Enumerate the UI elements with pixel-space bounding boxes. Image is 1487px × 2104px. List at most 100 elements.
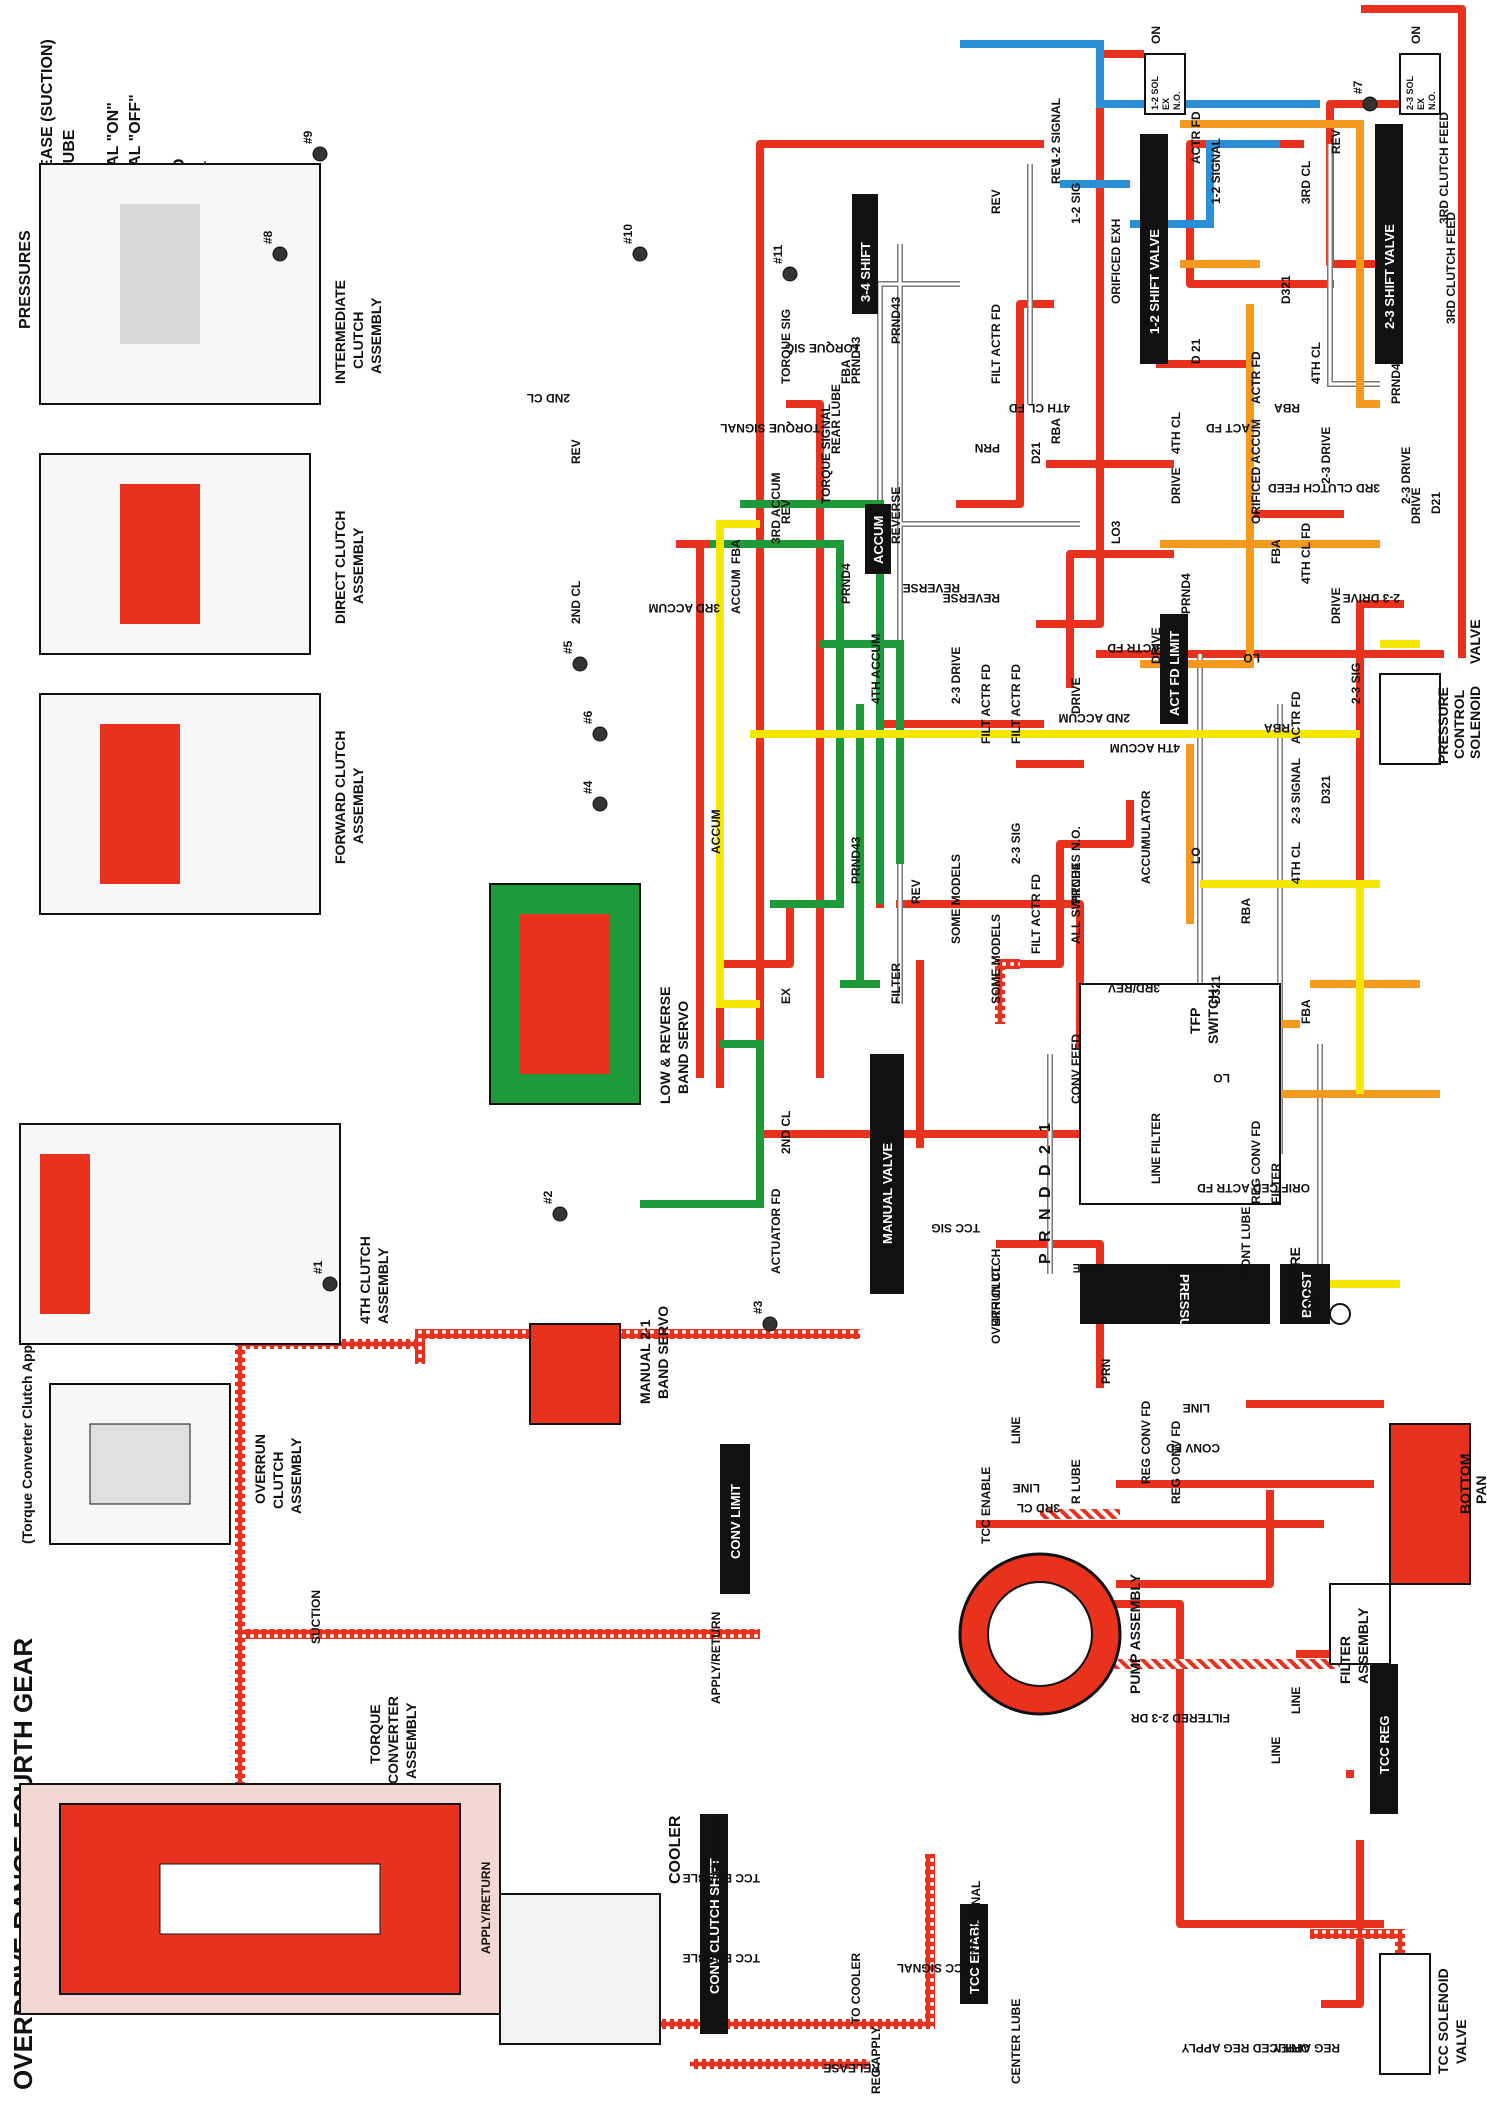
svg-text:SWITCH: SWITCH (1205, 989, 1221, 1044)
circuit-3rd-cl-b (956, 300, 1054, 508)
circuit-label-d21-c: D 21 (1189, 338, 1203, 364)
checkballs: #1#2#3#4#5#6#7#8#9#10#11 (261, 80, 1378, 1332)
solenoid-1-2[interactable]: 1-2 SOL EX N.O. ON (1144, 26, 1186, 115)
solenoid-1-2-state: ON (1149, 26, 1163, 44)
prndl-letter: 2 (1037, 1145, 1054, 1154)
checkball-icon (592, 796, 608, 812)
circuit-label-rev-e: REV (779, 499, 793, 524)
circuit-label-drive-b: DRIVE (1409, 487, 1423, 524)
circuit-label-filt-actr-b: FILT ACTR FD (989, 304, 1003, 384)
circuit-label-drive-e: DRIVE (1169, 467, 1183, 504)
svg-text:CLUTCH: CLUTCH (350, 311, 366, 369)
circuit-label-rev-top: REV (1329, 129, 1343, 154)
svg-text:TCC SOLENOID: TCC SOLENOID (1435, 1968, 1451, 2074)
circuit-label-suction-a: SUCTION (1166, 1261, 1220, 1275)
circuit-label-torque-sig-b: TORQUE SIG (785, 341, 860, 355)
circuit-label-some-models-b: SOME MODELS (949, 854, 963, 944)
valve-1-2-shift[interactable]: 1-2 SHIFT VALVE (1140, 134, 1168, 364)
circuit-label-clutch3-feed-left: 3RD CLUTCH FEED (1268, 481, 1380, 495)
circuit-label-drive23-d: 2-3 DRIVE (1343, 591, 1400, 605)
circuit-label-reverse-c: REVERSE (889, 487, 903, 544)
circuit-prnd43 (716, 900, 794, 1088)
circuit-label-filt-actr-d: FILT ACTR FD (1029, 874, 1043, 954)
circuit-2nd-accum (640, 1040, 764, 1208)
svg-text:1-2 SHIFT VALVE: 1-2 SHIFT VALVE (1147, 229, 1162, 334)
circuit-line-manual (1116, 1490, 1274, 1588)
circuit-label-drive23-b: 2-3 DRIVE (1399, 447, 1413, 504)
solenoid-2-3[interactable]: 2-3 SOL EX N.O. ON (1399, 26, 1441, 115)
circuit-label-some-models-a: SOME MODELS (989, 914, 1003, 1004)
circuit-label-reg-conv-fd-b: REG CONV FD (1169, 1420, 1183, 1504)
circuit-pressure-reg (996, 1240, 1104, 1388)
valve-2-3-shift[interactable]: 2-3 SHIFT VALVE (1375, 124, 1403, 364)
svg-text:MANUAL VALVE: MANUAL VALVE (880, 1143, 895, 1244)
svg-text:2-3 SHIFT VALVE: 2-3 SHIFT VALVE (1382, 224, 1397, 329)
valve-manual[interactable]: MANUAL VALVE (870, 1054, 904, 1294)
circuit-torque-sig-a (716, 520, 760, 1008)
circuit-label-torque-sig-a: TORQUE SIG (779, 309, 793, 384)
svg-text:INTERMEDIATE: INTERMEDIATE (332, 280, 348, 384)
checkball-icon (762, 1316, 778, 1332)
valve-boost[interactable]: BOOST (1280, 1264, 1330, 1324)
circuit-label-cl2-a: 2ND CL (779, 1111, 793, 1154)
circuit-label-actr-fd-d: ACTR FD (1107, 641, 1160, 655)
circuit-label-filter-a: FILTER (889, 963, 903, 1004)
valve-conv-clutch-shift[interactable]: CONV CLUTCH SHIFT (700, 1814, 728, 2034)
valve-pressure-reg[interactable]: PRESSURE REG (1080, 1264, 1270, 1377)
assembly-torque-converter: TORQUE CONVERTER ASSEMBLY (19, 1696, 501, 2015)
circuit-label-d321-b: D321 (1319, 775, 1333, 804)
circuit-drive-right (676, 540, 704, 1078)
circuit-label-drive23-a: 2-3 DRIVE (1319, 427, 1333, 484)
svg-text:N.O.: N.O. (1427, 91, 1437, 110)
checkball-icon (322, 1276, 338, 1292)
checkball-label: #5 (561, 640, 575, 654)
circuit-label-acc2: 2ND ACCUM (1058, 711, 1130, 725)
assembly-low-reverse-servo: LOW & REVERSE BAND SERVO (489, 883, 691, 1105)
circuit-label-prn-b: PRN (1099, 1359, 1113, 1384)
checkball-label: #3 (751, 1300, 765, 1314)
circuit-label-prnd43-a: PRND43 (849, 336, 863, 384)
circuit-tcc-line (1321, 1840, 1364, 2008)
circuit-orificed-accum (820, 640, 904, 864)
valve-accum[interactable]: ACCUM (865, 504, 891, 574)
circuit-label-rba-c: RBA (1264, 721, 1290, 735)
valve-3-4-shift[interactable]: 3-4 SHIFT (852, 194, 878, 314)
valve-conv-limit[interactable]: CONV LIMIT (720, 1444, 750, 1594)
circuit-label-release-a: RELEASE (709, 1817, 723, 1874)
valve-actr-fd-limit[interactable]: ACT FD LIMIT (1160, 614, 1188, 724)
valve-tcc-reg[interactable]: TCC REG (1370, 1664, 1398, 1814)
circuit-reg-conv-fd (415, 1329, 860, 1364)
circuit-label-prnd4-c: PRND4 (839, 563, 853, 604)
checkball-icon (782, 266, 798, 282)
valve-tcc-enable[interactable]: TCC ENABL (960, 1904, 988, 2004)
circuit-label-sig12: 1-2 SIG (1069, 183, 1083, 224)
circuit-label-acc4: 4TH ACCUM (869, 634, 883, 704)
circuit-label-line-d: LINE (1009, 1417, 1023, 1444)
circuit-label-clutch3-feed-right: 3RD CLUTCH FEED (1437, 112, 1451, 224)
prndl-letter: P (1037, 1253, 1054, 1264)
checkball-label: #9 (301, 130, 315, 144)
circuit-label-overrun-cl: OVERRUN CL (989, 1265, 1003, 1344)
circuit-label-rba-b: RBA (1239, 898, 1253, 924)
circuit-label-filt-actr-c: FILT ACTR FD (979, 664, 993, 744)
circuit-label-acc3: 3RD ACCUM (648, 601, 720, 615)
checkball-label: #7 (1351, 80, 1365, 94)
assembly-pressure-control-solenoid: PRESSURE CONTROL SOLENOID VALVE (1379, 619, 1483, 765)
checkball-label: #2 (541, 1190, 555, 1204)
circuit-label-line-c: LINE (1073, 1261, 1100, 1275)
circuit-label-filtered-23-dr: FILTERED 2-3 DR (1131, 1711, 1230, 1725)
circuit-label-d321-c: D321 (1279, 275, 1293, 304)
checkball-label: #10 (621, 224, 635, 244)
svg-text:DIRECT CLUTCH: DIRECT CLUTCH (332, 510, 348, 624)
prndl-letter: D (1037, 1164, 1054, 1176)
solenoid-2-3-state: ON (1409, 26, 1423, 44)
circuit-label-sig23-b: 2-3 SIG (1009, 823, 1023, 864)
circuit-label-actr-fd-c: ACT FD (1206, 421, 1250, 435)
circuit-label-center-lube: CENTER LUBE (1009, 1999, 1023, 2084)
circuit-label-rear-lube: REAR LUBE (829, 384, 843, 454)
svg-text:PRESSURE REG: PRESSURE REG (1177, 1274, 1192, 1377)
circuit-label-actr-fd-a: ACTR FD (1189, 111, 1203, 164)
